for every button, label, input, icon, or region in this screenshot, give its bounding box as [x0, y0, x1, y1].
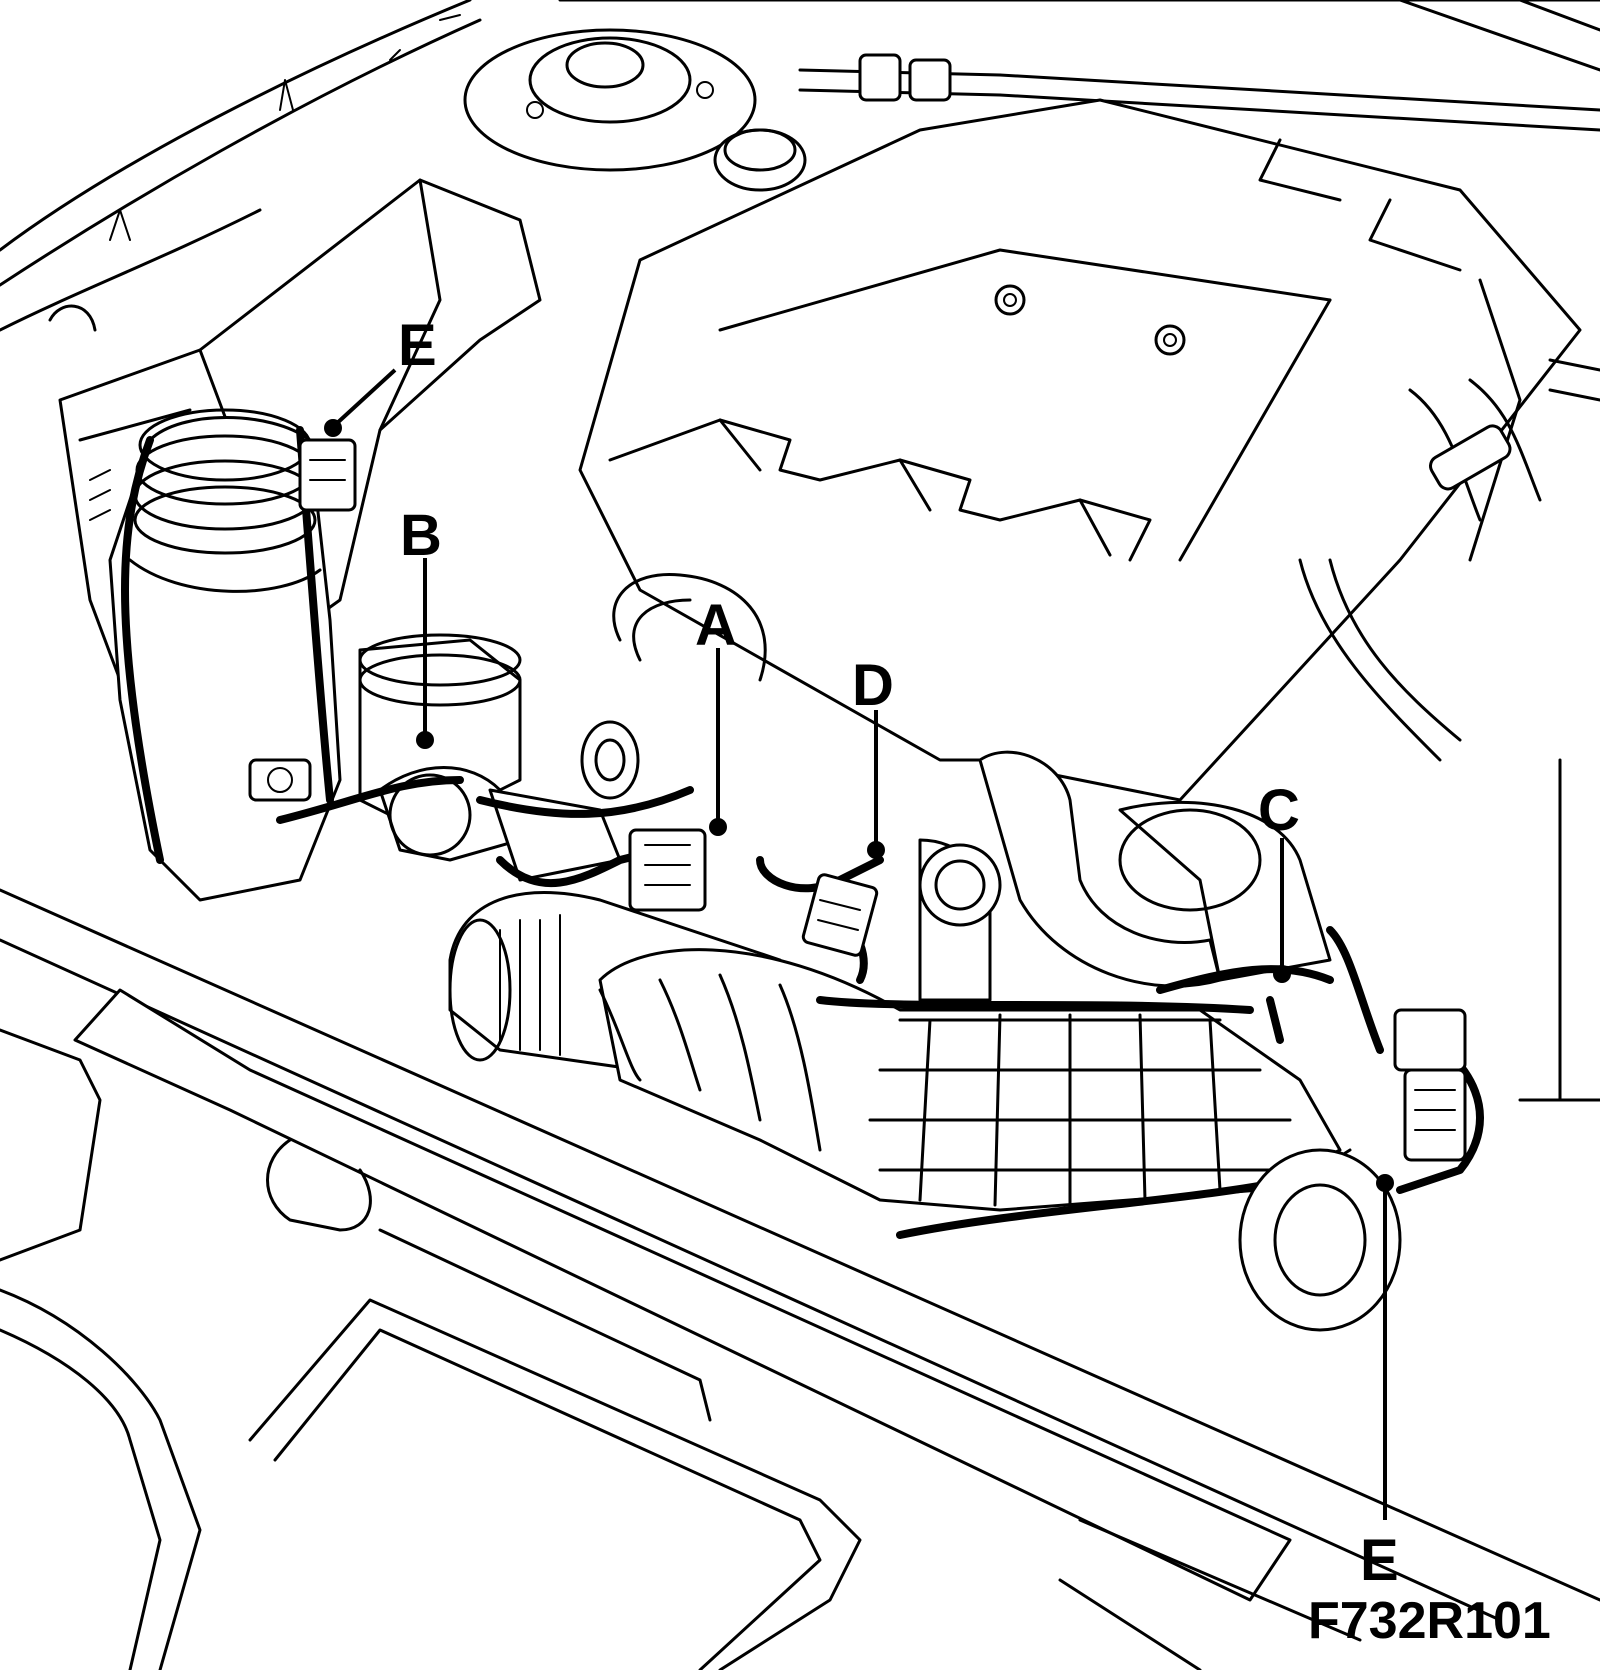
charge-air-hose	[598, 948, 1342, 1239]
elbow-pipe	[918, 750, 1332, 1002]
oil-filler	[580, 572, 767, 800]
callout-label-d: D	[852, 653, 894, 718]
figure-code: F732R101	[1308, 1592, 1551, 1650]
connector-e	[298, 438, 357, 512]
callout-label-c: C	[1258, 778, 1300, 843]
callout-label-b: B	[400, 503, 442, 568]
connector-d	[801, 873, 879, 957]
connector-c	[1393, 1008, 1467, 1162]
bolt-icon	[994, 284, 1026, 316]
air-intake-duct	[108, 408, 342, 902]
leader-lines	[324, 368, 1394, 1520]
front-panel	[0, 888, 1600, 1670]
callout-label-e-top: E	[398, 313, 437, 378]
connector-a	[628, 828, 707, 912]
firewall-pipes	[558, 0, 1600, 192]
callout-label-e-bottom: E	[1360, 1528, 1399, 1593]
bolt-icon	[1154, 324, 1186, 356]
callout-label-a: A	[695, 593, 737, 658]
hood-outline	[0, 0, 482, 332]
engine-cover	[578, 98, 1582, 802]
strut-tower	[463, 28, 757, 172]
right-components	[1238, 358, 1600, 1332]
